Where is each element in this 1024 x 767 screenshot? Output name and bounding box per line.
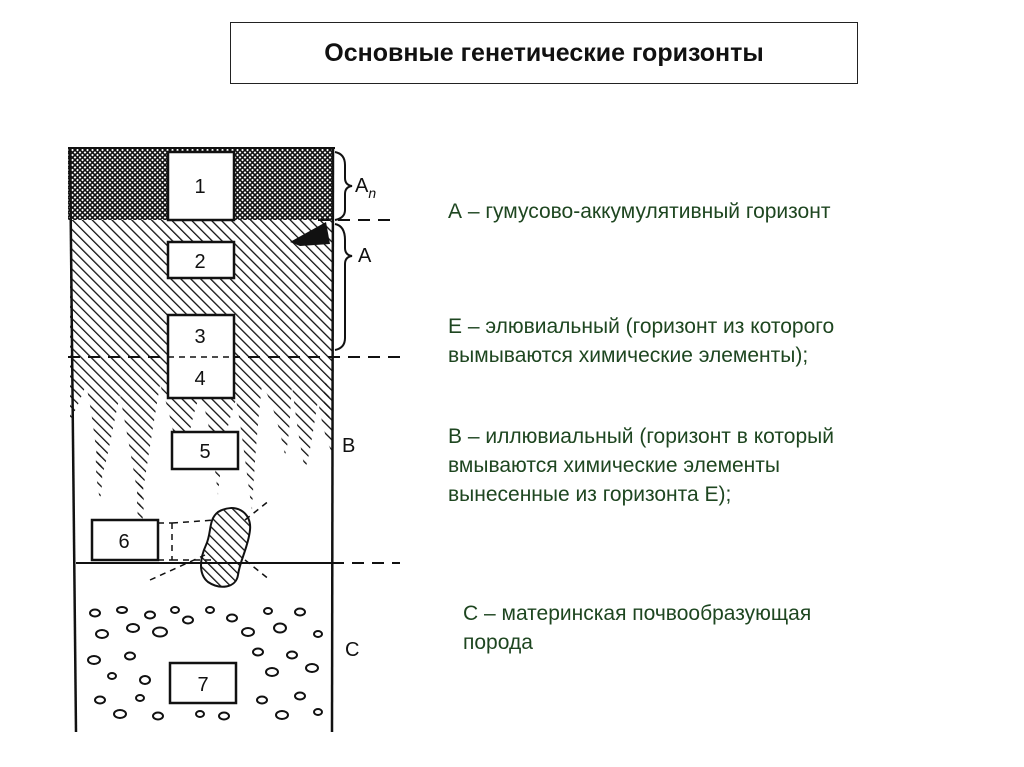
sample-label-3: 3 [194,326,205,348]
sample-label-7: 7 [197,674,208,696]
profile-left-edge [68,147,78,733]
horizon-label-an: An [355,175,376,201]
a-brace [334,223,353,351]
sample-box-1 [166,150,236,222]
sample-box-6 [90,518,160,562]
sample-label-4: 4 [194,368,205,390]
sample-box-7 [168,661,238,705]
title-box: Основные генетические горизонты [230,22,858,84]
tongue-mark [323,380,331,425]
pebbles [87,606,323,721]
sample-box-2 [166,240,236,280]
boundary-mark [290,222,330,246]
description-a: А – гумусово-аккумулятивный горизонт [448,200,831,223]
sample-6-projection [149,499,271,581]
sample-box-5 [170,430,240,471]
description-c: С – материнская почвообразующая порода [463,602,812,654]
description-e: Е – элювиальный (горизонт из которого вы… [448,315,835,367]
sample-label-6: 6 [118,531,129,553]
sample-label-1: 1 [194,176,205,198]
horizon-label-b: B [342,435,355,457]
tongue-mark [137,470,144,530]
description-b: В – иллювиальный (горизонт в который вмы… [448,425,834,506]
slide-title: Основные генетические горизонты [324,38,764,67]
sample-label-5: 5 [199,441,210,463]
profile-right-edge [330,147,335,733]
concretion [200,507,252,588]
tongue-mark [95,440,103,500]
horizon-label-c: C [345,639,359,661]
horizon-label-a: A [358,245,372,267]
an-brace [334,151,353,221]
sample-label-2: 2 [194,251,205,273]
